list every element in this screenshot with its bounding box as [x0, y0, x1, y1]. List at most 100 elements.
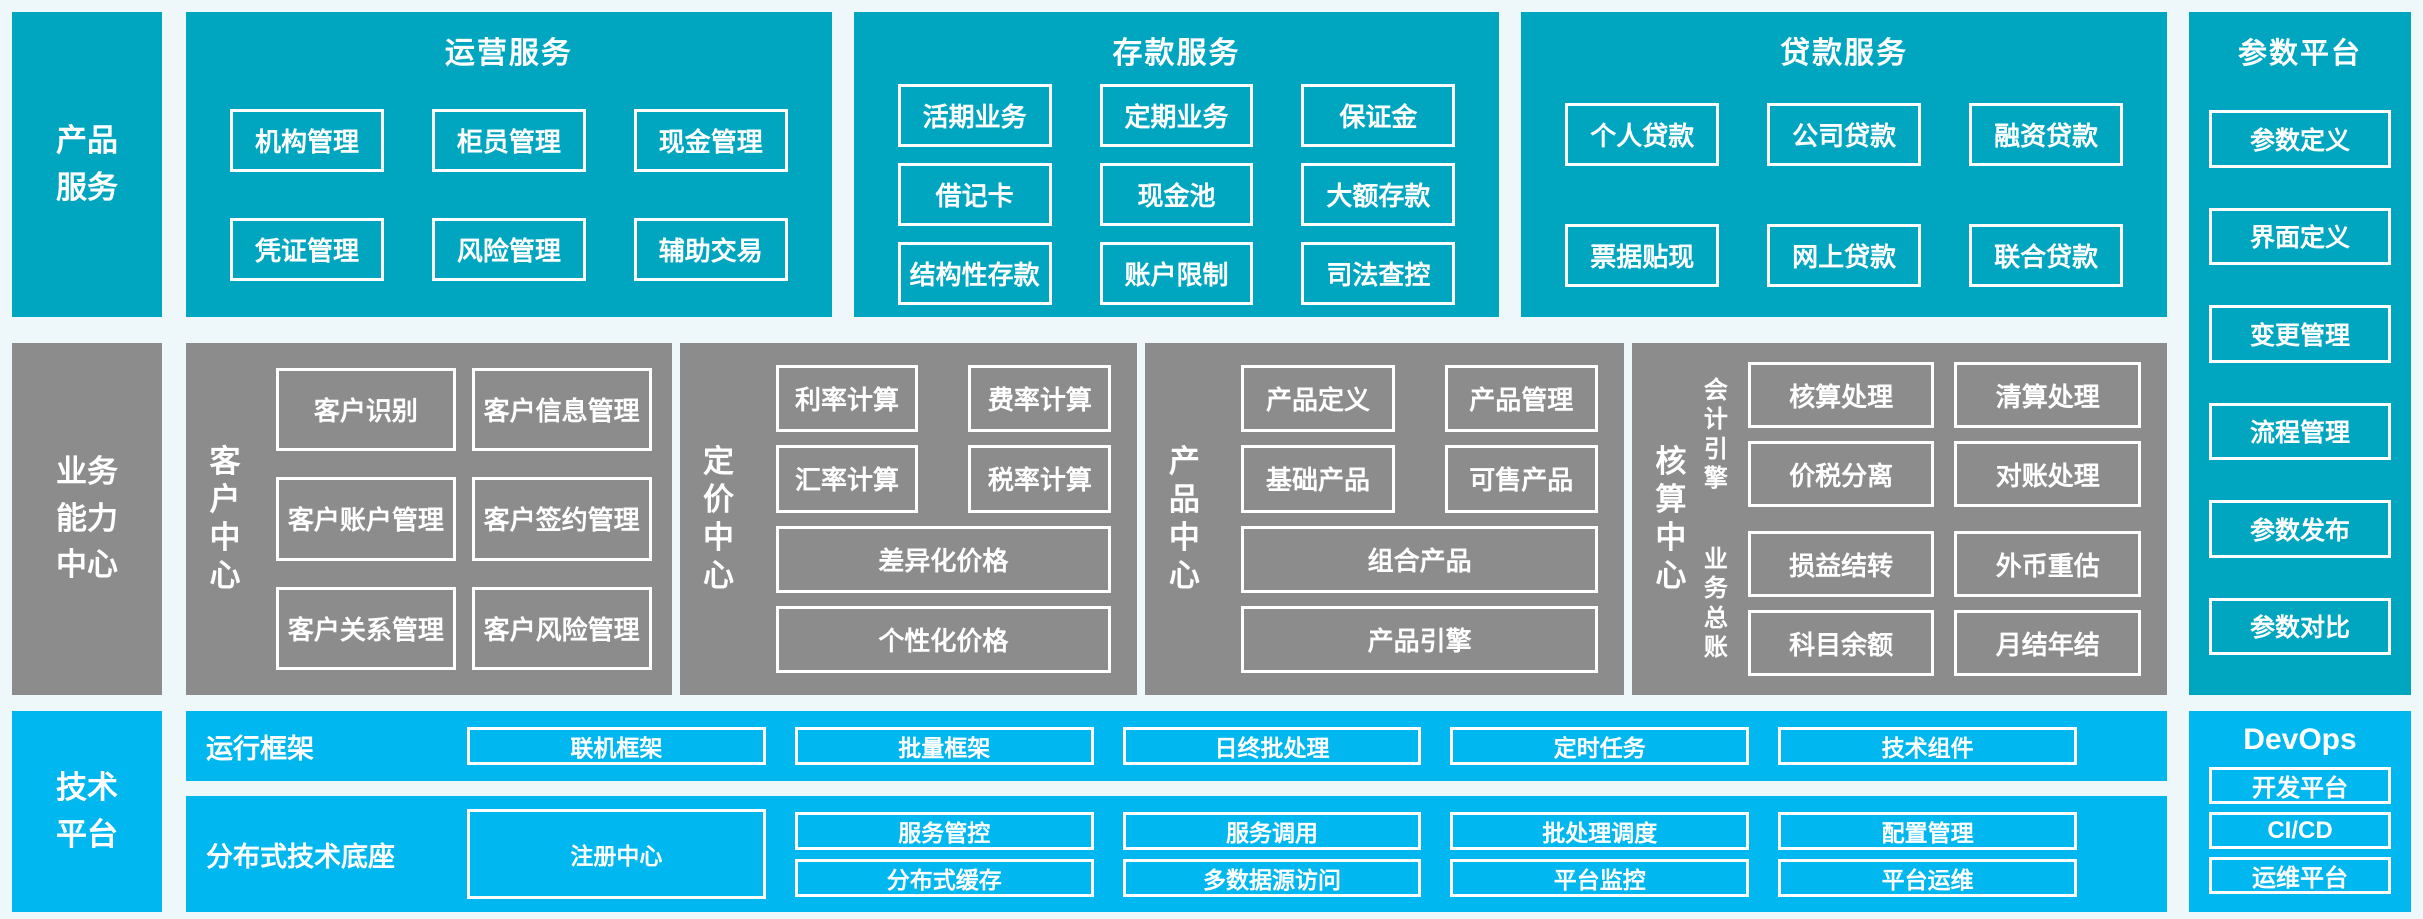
distributed-column: 服务调用 多数据源访问 — [1122, 811, 1422, 897]
distributed-column: 批处理调度 平台监控 — [1450, 811, 1750, 897]
module-box: 现金管理 — [633, 108, 788, 172]
accounting-engine-label: 会计引擎 — [1703, 376, 1728, 492]
module-box: 平台监控 — [1450, 858, 1750, 897]
distributed-column: 配置管理 平台运维 — [1778, 811, 2077, 897]
module-box: 变更管理 — [2209, 305, 2391, 363]
module-box: 客户识别 — [276, 368, 456, 452]
deposit-service-grid: 活期业务 定期业务 保证金 借记卡 现金池 大额存款 结构性存款 账户限制 司法… — [854, 72, 1500, 317]
module-box: 产品定义 — [1241, 365, 1395, 433]
module-box: 活期业务 — [897, 84, 1052, 147]
accounting-center-label: 核算中心 — [1655, 444, 1687, 593]
module-box: 注册中心 — [467, 809, 766, 899]
module-box: 批处理调度 — [1450, 811, 1750, 850]
distributed-column: 服务管控 分布式缓存 — [794, 811, 1094, 897]
module-box: 差异化价格 — [775, 525, 1112, 593]
module-box: 辅助交易 — [633, 217, 788, 281]
module-box: 客户账户管理 — [276, 477, 456, 561]
module-box: 产品管理 — [1444, 365, 1598, 433]
parameter-platform-panel: 参数平台 参数定义 界面定义 变更管理 流程管理 参数发布 参数对比 — [2189, 12, 2411, 695]
module-box: 价税分离 — [1747, 441, 1935, 507]
module-box: 客户信息管理 — [471, 368, 652, 452]
accounting-center-content: 会计引擎 核算处理 清算处理 价税分离 对账处理 业务总账 损益结转 外币重估 … — [1702, 343, 2167, 695]
registry-column: 注册中心 — [467, 809, 766, 899]
module-box: 运维平台 — [2209, 857, 2391, 894]
module-box: 保证金 — [1301, 84, 1456, 147]
module-box: 定时任务 — [1450, 727, 1750, 765]
module-box: 网上贷款 — [1767, 223, 1922, 287]
accounting-engine-grid: 核算处理 清算处理 价税分离 对账处理 — [1747, 362, 2141, 507]
distributed-base-label: 分布式技术底座 — [206, 841, 395, 872]
module-box: 分布式缓存 — [794, 858, 1094, 897]
module-box: 界面定义 — [2209, 207, 2391, 265]
loan-service-panel: 贷款服务 个人贷款 公司贷款 融资贷款 票据贴现 网上贷款 联合贷款 — [1521, 12, 2168, 317]
module-box: 损益结转 — [1747, 531, 1935, 597]
module-box: 开发平台 — [2209, 767, 2391, 804]
module-box: 机构管理 — [230, 108, 384, 172]
module-box: 服务调用 — [1122, 811, 1422, 850]
module-box: 核算处理 — [1747, 362, 1935, 428]
business-capability-band: 客户中心 客户识别 客户信息管理 客户账户管理 客户签约管理 客户关系管理 客户… — [186, 343, 2167, 695]
module-box: 月结年结 — [1954, 610, 2141, 676]
business-ledger-group: 业务总账 损益结转 外币重估 科目余额 月结年结 — [1702, 531, 2141, 676]
module-box: 联合贷款 — [1969, 223, 2124, 287]
accounting-engine-group: 会计引擎 核算处理 清算处理 价税分离 对账处理 — [1702, 362, 2141, 507]
devops-title: DevOps — [2243, 723, 2357, 756]
deposit-service-panel: 存款服务 活期业务 定期业务 保证金 借记卡 现金池 大额存款 结构性存款 账户… — [853, 12, 1500, 317]
accounting-center-panel: 核算中心 会计引擎 核算处理 清算处理 价税分离 对账处理 业务总账 损益结转 … — [1631, 343, 2167, 695]
module-box: 客户签约管理 — [471, 477, 652, 561]
module-box: 参数定义 — [2209, 110, 2391, 168]
customer-center-label: 客户中心 — [209, 444, 241, 593]
module-box: 基础产品 — [1241, 445, 1395, 513]
module-box: 税率计算 — [968, 445, 1112, 513]
parameter-platform-title: 参数平台 — [2237, 38, 2362, 70]
module-box: 个性化价格 — [775, 605, 1112, 673]
run-framework-label: 运行框架 — [206, 733, 314, 764]
module-box: 定期业务 — [1099, 84, 1254, 147]
rail-technology-platform: 技术平台 — [12, 711, 162, 912]
module-box: 凭证管理 — [230, 217, 384, 281]
module-box: 流程管理 — [2209, 402, 2391, 460]
operations-service-title: 运营服务 — [444, 37, 573, 70]
module-box: 现金池 — [1099, 163, 1254, 226]
loan-service-grid: 个人贷款 公司贷款 融资贷款 票据贴现 网上贷款 联合贷款 — [1521, 72, 2167, 317]
module-box: 批量框架 — [794, 727, 1094, 765]
module-box: 账户限制 — [1099, 242, 1254, 305]
operations-service-panel: 运营服务 机构管理 柜员管理 现金管理 凭证管理 风险管理 辅助交易 — [186, 12, 832, 317]
module-box: 公司贷款 — [1767, 102, 1922, 166]
module-box: 柜员管理 — [431, 108, 586, 172]
module-box: 票据贴现 — [1565, 223, 1720, 287]
module-box: 组合产品 — [1241, 525, 1598, 593]
module-box: 日终批处理 — [1122, 727, 1422, 765]
module-box: 参数对比 — [2209, 597, 2391, 655]
module-box: 多数据源访问 — [1122, 858, 1422, 897]
module-box: 清算处理 — [1954, 362, 2141, 428]
module-box: 个人贷款 — [1565, 102, 1720, 166]
loan-service-title: 贷款服务 — [1780, 37, 1909, 70]
product-center-panel: 产品中心 产品定义 产品管理 基础产品 可售产品 组合产品 产品引擎 — [1145, 343, 1624, 695]
module-box: 配置管理 — [1778, 811, 2077, 850]
rail-business-capability-label: 业务能力中心 — [56, 454, 118, 583]
module-box: 费率计算 — [968, 365, 1112, 433]
operations-service-grid: 机构管理 柜员管理 现金管理 凭证管理 风险管理 辅助交易 — [186, 72, 832, 317]
module-box: 借记卡 — [897, 163, 1052, 226]
module-box: 利率计算 — [775, 365, 919, 433]
rail-product-services-label: 产品服务 — [56, 123, 118, 205]
technology-platform-band: 运行框架 联机框架 批量框架 日终批处理 定时任务 技术组件 分布式技术底座 注… — [186, 711, 2167, 912]
module-box: 汇率计算 — [775, 445, 919, 513]
customer-center-grid: 客户识别 客户信息管理 客户账户管理 客户签约管理 客户关系管理 客户风险管理 — [256, 343, 672, 695]
rail-business-capability-center: 业务能力中心 — [12, 343, 162, 695]
devops-panel: DevOps 开发平台 CI/CD 运维平台 — [2189, 711, 2411, 912]
product-services-band: 运营服务 机构管理 柜员管理 现金管理 凭证管理 风险管理 辅助交易 存款服务 … — [186, 12, 2168, 317]
distributed-base-row: 分布式技术底座 注册中心 服务管控 分布式缓存 服务调用 多数据源访问 批处理调… — [186, 796, 2167, 912]
module-box: 风险管理 — [431, 217, 586, 281]
business-ledger-grid: 损益结转 外币重估 科目余额 月结年结 — [1747, 531, 2141, 676]
module-box: 技术组件 — [1778, 727, 2077, 765]
module-box: 联机框架 — [467, 727, 766, 765]
business-ledger-label: 业务总账 — [1703, 545, 1728, 661]
module-box: 对账处理 — [1954, 441, 2141, 507]
pricing-center-label: 定价中心 — [703, 444, 735, 593]
customer-center-panel: 客户中心 客户识别 客户信息管理 客户账户管理 客户签约管理 客户关系管理 客户… — [186, 343, 672, 695]
rail-technology-platform-label: 技术平台 — [56, 770, 118, 852]
product-center-label: 产品中心 — [1168, 444, 1200, 593]
